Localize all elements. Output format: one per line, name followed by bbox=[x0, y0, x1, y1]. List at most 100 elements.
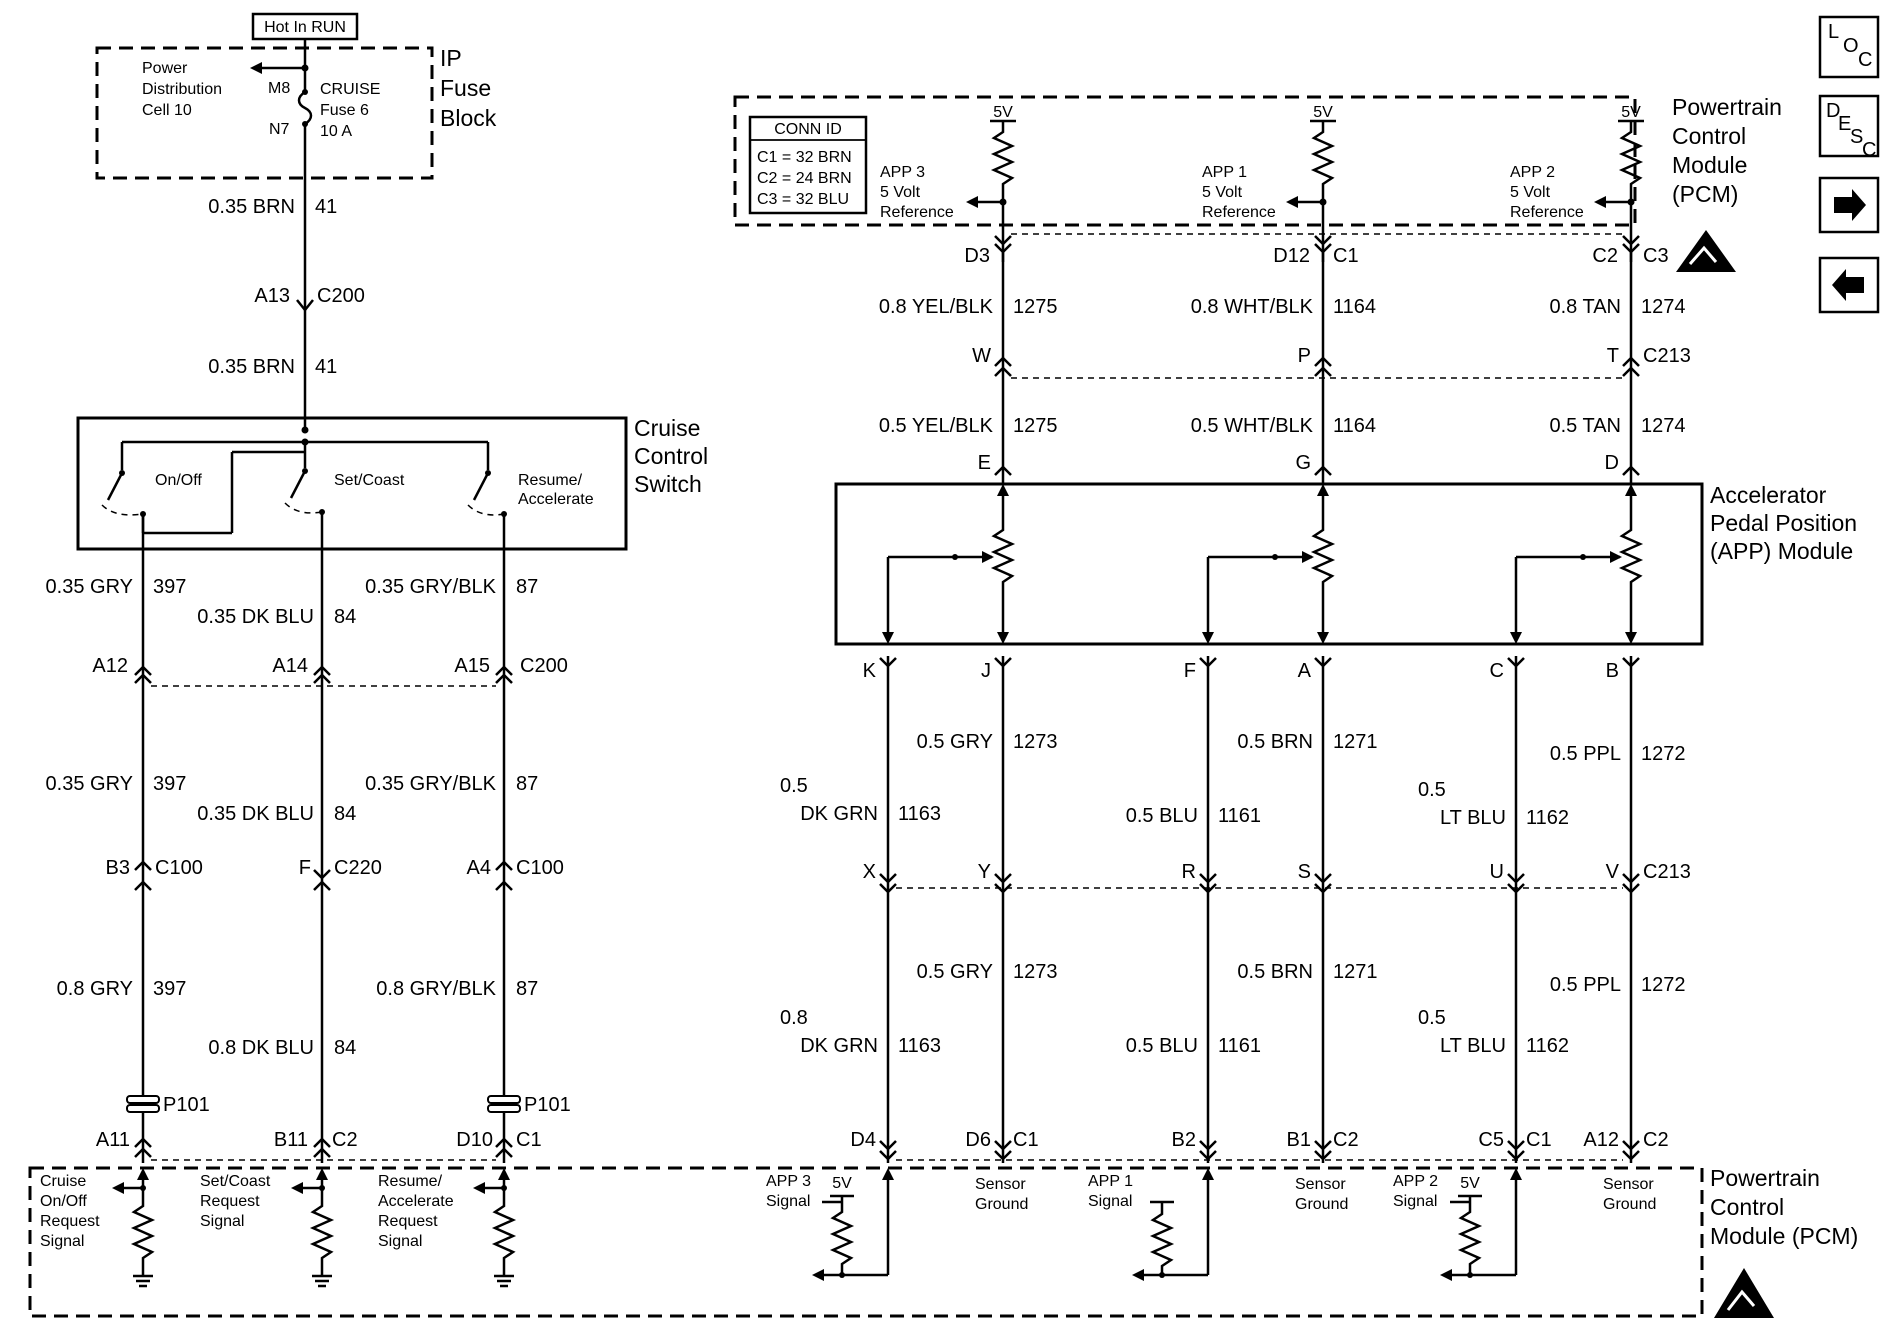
p101-left-icon bbox=[126, 1095, 160, 1104]
conn-id-title: CONN ID bbox=[774, 121, 842, 138]
app-pin-d: D bbox=[1605, 452, 1619, 474]
pcm-conn-c1-left: C1 bbox=[516, 1129, 542, 1151]
app-title-1: Accelerator bbox=[1710, 482, 1827, 508]
app1-ref-label-1: APP 1 bbox=[1202, 164, 1247, 181]
pcm-conn-c1-bot-a: C1 bbox=[1013, 1129, 1039, 1151]
set-coast-switch-icon bbox=[289, 470, 307, 499]
setcoast-req-resistor-icon bbox=[309, 1178, 335, 1276]
cruise-control-switch-box bbox=[76, 416, 628, 551]
pcm-bottom-title-2: Control bbox=[1710, 1194, 1784, 1220]
ip-fuse-title-3: Block bbox=[440, 105, 497, 131]
wire-87-ckt-2: 87 bbox=[516, 773, 538, 795]
cruise-req-label-2: On/Off bbox=[40, 1193, 87, 1210]
wire-84-color-2: 0.35 DK BLU bbox=[197, 803, 314, 825]
wire-1163-gauge-2: 0.8 bbox=[780, 1007, 808, 1029]
ip-fuse-block-box bbox=[95, 46, 434, 180]
wire-1273-color-1: 0.5 GRY bbox=[917, 731, 993, 753]
app2-potentiometer-icon bbox=[1618, 494, 1644, 632]
setcoast-req-label-3: Signal bbox=[200, 1213, 244, 1230]
wire-1162-gauge-2: 0.5 bbox=[1418, 1007, 1446, 1029]
wire-1161-ckt-2: 1161 bbox=[1218, 1035, 1261, 1057]
ground-icon-2 bbox=[312, 1274, 332, 1288]
pcm-pin-d4: D4 bbox=[850, 1129, 876, 1151]
c200-pin-a14: A14 bbox=[272, 655, 308, 677]
pcm-pin-a11: A11 bbox=[96, 1129, 130, 1151]
cruise-switch-title-1: Cruise bbox=[634, 415, 700, 441]
pcm-pin-b1: B1 bbox=[1287, 1129, 1311, 1151]
fuse-label-1: CRUISE bbox=[320, 81, 380, 98]
pcm-top-title-3: Module bbox=[1672, 152, 1747, 178]
pcm-pin-d3: D3 bbox=[964, 245, 990, 267]
c213-label-upper: C213 bbox=[1643, 345, 1691, 367]
pcm-conn-c2-bot-a: C2 bbox=[1333, 1129, 1359, 1151]
loc-button[interactable]: L O C bbox=[1818, 15, 1880, 79]
c200-a13-connector-icon bbox=[296, 299, 314, 313]
app-pin-k: K bbox=[863, 660, 877, 682]
app1-ref-label-2: 5 Volt bbox=[1202, 184, 1243, 201]
wire-1272-color-1: 0.5 PPL bbox=[1550, 743, 1621, 765]
pcm-pin-d12: D12 bbox=[1273, 245, 1310, 267]
wire-1274-ckt-2: 1274 bbox=[1641, 415, 1686, 437]
c213-pin-v: V bbox=[1606, 861, 1620, 883]
wire-1271-color-2: 0.5 BRN bbox=[1237, 961, 1313, 983]
app-module-box bbox=[834, 482, 1704, 646]
wire-397-color-2: 0.35 GRY bbox=[46, 773, 133, 795]
app3-ref-resistor-icon bbox=[990, 121, 1016, 262]
next-page-button[interactable] bbox=[1818, 176, 1880, 234]
c213-pin-w: W bbox=[972, 345, 991, 367]
wire-84-color-1: 0.35 DK BLU bbox=[197, 606, 314, 628]
pcm-top-title-2: Control bbox=[1672, 123, 1746, 149]
arrow-right-icon bbox=[1834, 189, 1866, 221]
wire-1273-ckt-1: 1273 bbox=[1013, 731, 1058, 753]
c213-pin-p: P bbox=[1298, 345, 1311, 367]
wire-397-ckt-3: 397 bbox=[153, 978, 186, 1000]
app1-potentiometer-icon bbox=[1310, 494, 1336, 632]
pcm-conn-c2-left: C2 bbox=[332, 1129, 358, 1151]
pcm-conn-c1-top: C1 bbox=[1333, 245, 1359, 267]
fuse-pin-n7: N7 bbox=[269, 121, 290, 138]
previous-page-button[interactable] bbox=[1818, 256, 1880, 314]
c200-label: C200 bbox=[520, 655, 568, 677]
pcm-top-title-1: Powertrain bbox=[1672, 94, 1782, 120]
wire-41-ckt-a: 41 bbox=[315, 196, 337, 218]
wire-1275-color-1: 0.8 YEL/BLK bbox=[879, 296, 994, 318]
desc-letter-c: C bbox=[1862, 139, 1876, 161]
wire-1163-ckt-1: 1163 bbox=[898, 803, 941, 825]
on-off-label: On/Off bbox=[155, 472, 202, 489]
wire-84-ckt-2: 84 bbox=[334, 803, 356, 825]
app3-sig-resistor-icon bbox=[829, 1196, 855, 1275]
wire-1164-ckt-2: 1164 bbox=[1333, 415, 1376, 437]
desc-button[interactable]: D E S C bbox=[1818, 94, 1880, 161]
wire-84-ckt-3: 84 bbox=[334, 1037, 356, 1059]
ip-fuse-title-2: Fuse bbox=[440, 75, 491, 101]
app-pin-a: A bbox=[1298, 660, 1312, 682]
wire-1162-ckt-2: 1162 bbox=[1526, 1035, 1569, 1057]
setcoast-req-label-2: Request bbox=[200, 1193, 260, 1210]
cruise-switch-title-3: Switch bbox=[634, 471, 702, 497]
p101-right-icon bbox=[487, 1095, 521, 1104]
wire-397-ckt-2: 397 bbox=[153, 773, 186, 795]
pcm-pin-a12: A12 bbox=[1583, 1129, 1619, 1151]
wire-87-ckt-1: 87 bbox=[516, 576, 538, 598]
app2-ref-resistor-icon bbox=[1618, 121, 1644, 262]
fuse-icon bbox=[297, 84, 313, 126]
conn-id-row-3: C3 = 32 BLU bbox=[757, 191, 849, 208]
desc-letter-e: E bbox=[1838, 113, 1851, 135]
wire-87-ckt-3: 87 bbox=[516, 978, 538, 1000]
cruise-req-label-3: Request bbox=[40, 1213, 100, 1230]
app3-sig-label-2: Signal bbox=[766, 1193, 810, 1210]
loc-letter-o: O bbox=[1843, 35, 1859, 57]
pcm-bottom-title-1: Powertrain bbox=[1710, 1165, 1820, 1191]
resume-req-label-1: Resume/ bbox=[378, 1173, 443, 1190]
wire-1274-color-1: 0.8 TAN bbox=[1549, 296, 1621, 318]
pcm-top-title-4: (PCM) bbox=[1672, 181, 1738, 207]
fuse-label-2: Fuse 6 bbox=[320, 102, 369, 119]
wire-1161-color-1: 0.5 BLU bbox=[1126, 805, 1198, 827]
cruise-switch-title-2: Control bbox=[634, 443, 708, 469]
fuse-label-3: 10 A bbox=[320, 123, 352, 140]
wire-84-color-3: 0.8 DK BLU bbox=[208, 1037, 314, 1059]
ground-icon-3 bbox=[494, 1274, 514, 1288]
wire-1164-ckt-1: 1164 bbox=[1333, 296, 1376, 318]
resume-req-label-3: Request bbox=[378, 1213, 438, 1230]
app-pin-j: J bbox=[981, 660, 991, 682]
